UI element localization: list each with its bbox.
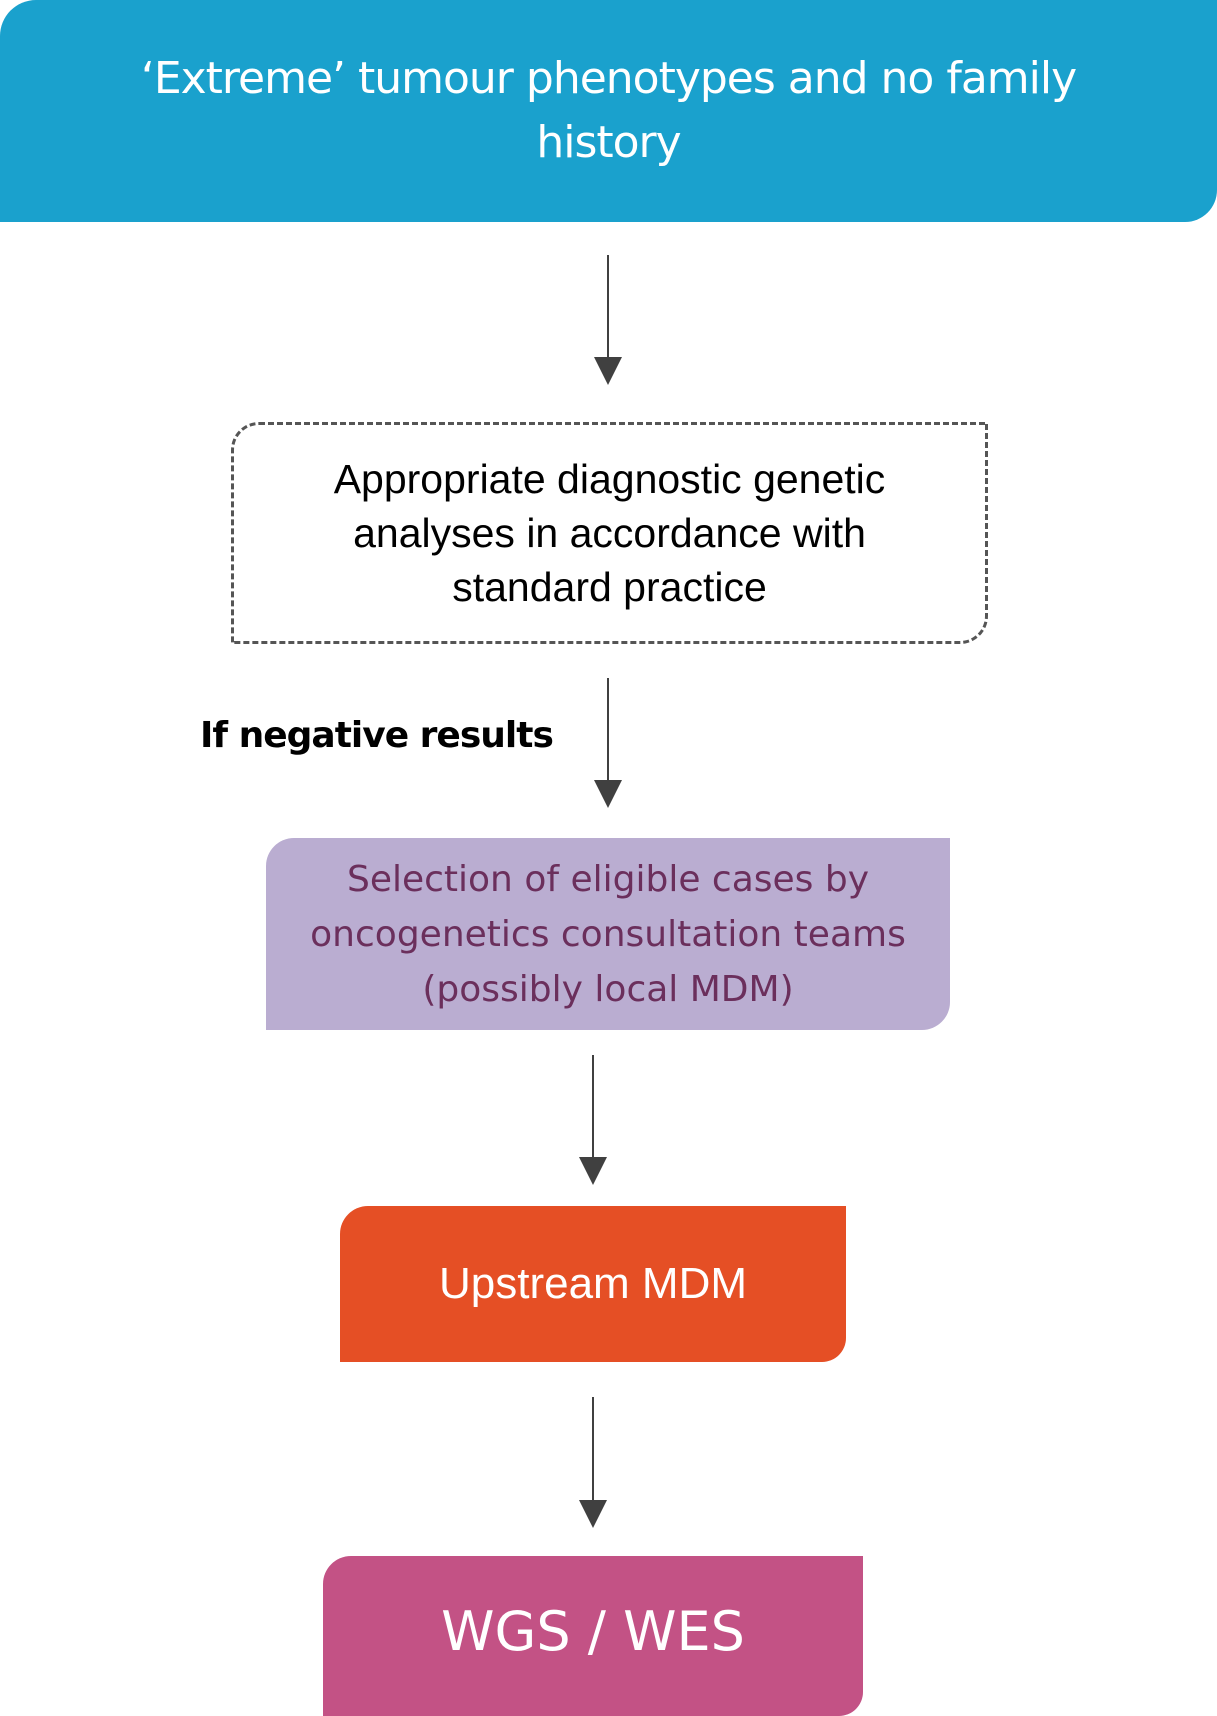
node-diagnostic-analyses-text: Appropriate diagnostic genetic analyses … — [333, 456, 886, 610]
node-upstream-mdm-text: Upstream MDM — [438, 1259, 748, 1308]
arrow-head-icon — [594, 357, 622, 385]
node-wgs-wes-text: WGS / WES — [441, 1599, 745, 1663]
node-wgs-wes: WGS / WES — [323, 1556, 863, 1716]
arrow-selection-to-upstream — [579, 1055, 607, 1185]
node-selection-eligible-cases: Selection of eligible cases by oncogenet… — [266, 838, 950, 1030]
arrow-head-icon — [594, 780, 622, 808]
node-extreme-phenotypes: ‘Extreme’ tumour phenotypes and no famil… — [0, 0, 1217, 222]
arrow-head-icon — [579, 1157, 607, 1185]
arrow-diagnostic-to-selection — [594, 678, 622, 808]
node-upstream-mdm: Upstream MDM — [340, 1206, 846, 1362]
arrow-upstream-to-sequencing — [579, 1397, 607, 1528]
edge-label-negative-results: If negative results — [200, 715, 554, 756]
node-diagnostic-analyses: Appropriate diagnostic genetic analyses … — [231, 422, 988, 644]
node-selection-eligible-cases-text: Selection of eligible cases by oncogenet… — [310, 858, 906, 1010]
arrow-head-icon — [579, 1500, 607, 1528]
node-extreme-phenotypes-text: ‘Extreme’ tumour phenotypes and no famil… — [140, 53, 1077, 168]
arrow-start-to-diagnostic — [594, 255, 622, 385]
